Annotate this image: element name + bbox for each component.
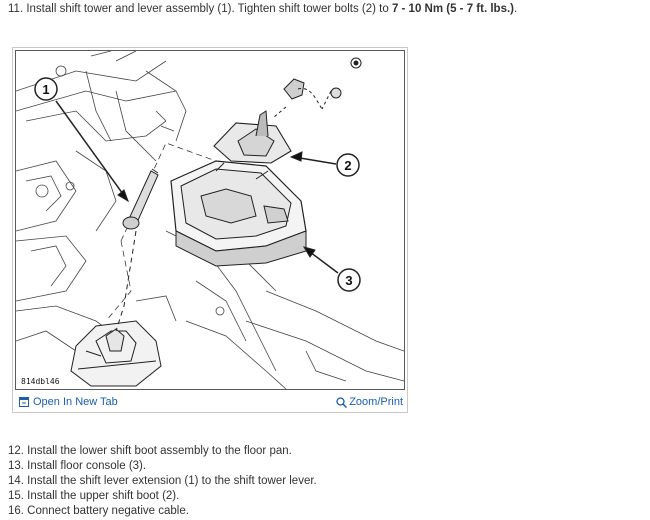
callout-3-label: 3 (345, 273, 352, 288)
callout-1 (34, 77, 129, 203)
step-14: 14. Install the shift lever extension (1… (8, 475, 317, 487)
lower-shift-boot (70, 320, 162, 387)
body-structure (16, 51, 404, 389)
callout-2-label: 2 (344, 158, 351, 173)
upper-shift-boot (213, 110, 292, 164)
shift-lever-extension (122, 168, 159, 230)
shift-knob-and-bolts (273, 57, 362, 118)
step-13: 13. Install floor console (3). (8, 460, 147, 472)
lever-guide-line (115, 230, 137, 332)
floor-console (170, 160, 307, 267)
exploded-view-diagram: 1 2 3 814dbl46 (15, 50, 405, 390)
figure-code: 814dbl46 (20, 377, 61, 386)
magnifier-icon (336, 396, 348, 408)
figure-footer: Open In New Tab Zoom/Print (13, 392, 407, 412)
callout-3 (302, 246, 361, 292)
open-in-new-tab-link[interactable]: Open In New Tab (19, 396, 118, 408)
step-list: 12. Install the lower shift boot assembl… (8, 444, 317, 519)
zoom-print-link[interactable]: Zoom/Print (336, 396, 403, 408)
callout-2 (289, 151, 360, 177)
step-11-torque: 7 - 10 Nm (5 - 7 ft. lbs.) (391, 3, 514, 15)
figure-container: 1 2 3 814dbl46 Open In New Tab Zoom/Prin… (12, 47, 408, 413)
diagram-drawing: 1 2 3 (16, 51, 404, 389)
new-tab-icon (19, 397, 29, 407)
step-11-text: 11. Install shift tower and lever assemb… (8, 2, 517, 16)
open-in-new-tab-label: Open In New Tab (33, 396, 118, 408)
step-12: 12. Install the lower shift boot assembl… (8, 445, 292, 457)
step-15: 15. Install the upper shift boot (2). (8, 490, 180, 502)
zoom-print-label: Zoom/Print (349, 396, 403, 408)
callout-1-label: 1 (42, 82, 49, 97)
step-11-prefix: 11. Install shift tower and lever assemb… (8, 3, 392, 15)
step-16: 16. Connect battery negative cable. (8, 505, 189, 517)
step-11-suffix: . (514, 3, 518, 15)
